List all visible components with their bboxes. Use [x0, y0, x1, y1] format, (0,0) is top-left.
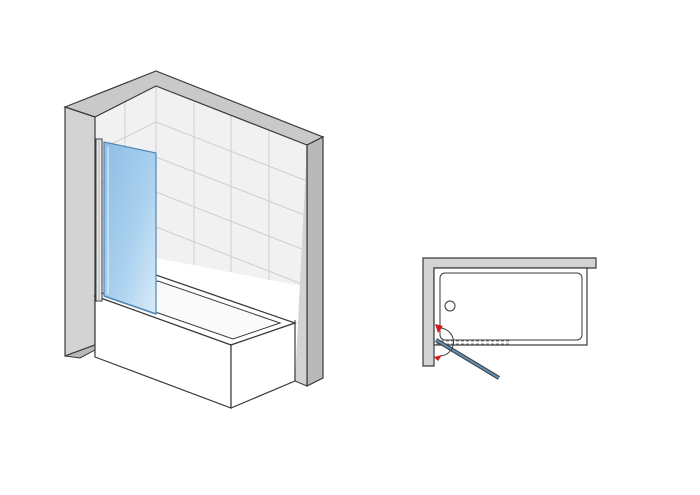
- drain-icon: [444, 300, 456, 312]
- left-wall-slab: [64, 106, 96, 357]
- right-wall-inner: [295, 145, 307, 386]
- plan-view: [422, 257, 597, 380]
- right-wall-slab: [306, 136, 324, 387]
- isometric-view: [63, 70, 325, 409]
- swing-arrow-icon: [434, 324, 454, 361]
- tub-side-panel: [230, 322, 296, 409]
- shower-screen: [95, 138, 157, 315]
- plan-tub-basin: [439, 272, 583, 341]
- glass-panel: [103, 141, 157, 315]
